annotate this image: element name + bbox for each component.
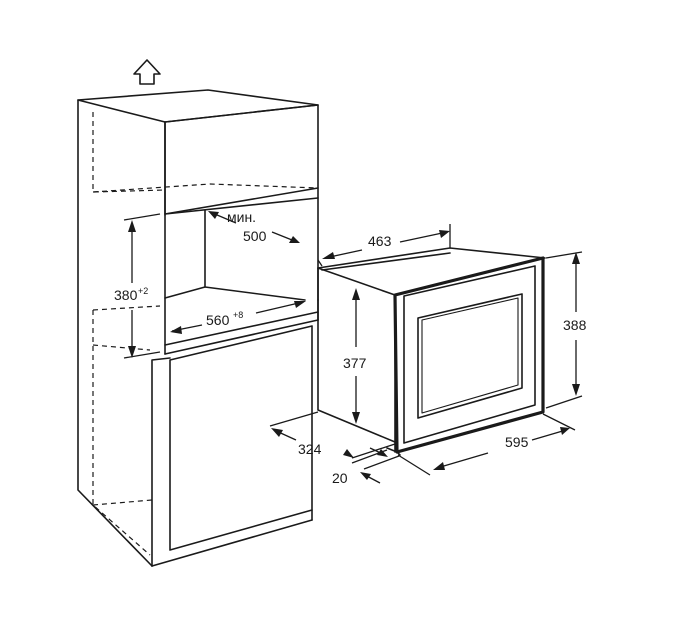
- oven-height-value: 377: [343, 355, 367, 371]
- ventilation-up-arrow-icon: [133, 59, 161, 85]
- oven-depth-value: 463: [368, 233, 392, 249]
- niche-height-value: 380: [114, 287, 138, 303]
- dim-niche-height: 380 +2: [114, 213, 161, 359]
- cabinet-depth-prefix: мин.: [227, 209, 256, 225]
- dim-front-thickness: 20: [332, 447, 400, 486]
- body-depth-value: 324: [298, 441, 322, 457]
- niche-width-tolerance: +8: [233, 310, 243, 320]
- front-thickness-value: 20: [332, 470, 348, 486]
- niche-width-value: 560: [206, 312, 230, 328]
- front-height-value: 388: [563, 317, 587, 333]
- cabinet-hidden-edges: [92, 112, 319, 556]
- front-width-value: 595: [505, 434, 529, 450]
- dim-body-depth: 324: [269, 411, 396, 459]
- dim-front-height: 388: [545, 251, 587, 409]
- dim-front-width: 595: [397, 413, 576, 476]
- dim-niche-width: 560 +8: [170, 301, 306, 334]
- dim-cabinet-depth: мин. 500: [208, 209, 300, 244]
- dim-oven-height: 377: [343, 288, 367, 424]
- oven-body: [317, 247, 546, 456]
- dim-oven-depth: 463: [317, 224, 451, 267]
- niche-height-tolerance: +2: [138, 286, 148, 296]
- tall-cabinet: [77, 89, 319, 567]
- cabinet-depth-value: 500: [243, 228, 267, 244]
